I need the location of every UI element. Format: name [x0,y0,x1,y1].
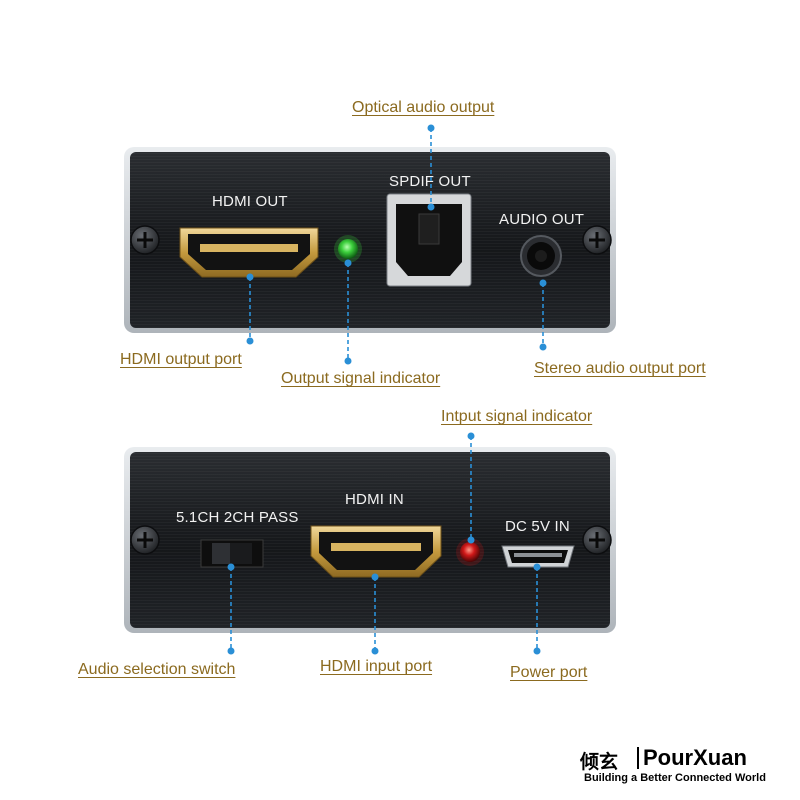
screw-icon [582,225,612,255]
callout-optical: Optical audio output [352,99,495,116]
slide-switch-icon[interactable] [200,539,264,568]
optical-port-icon[interactable] [386,193,472,287]
callout-power-port: Power port [510,664,588,681]
leader-dots [227,124,547,655]
led-icon [456,538,484,566]
leader-lines [230,128,544,651]
screw-icon [582,525,612,555]
callout-hdmi-input-port: HDMI input port [320,658,433,675]
switch-label: 5.1CH 2CH PASS [176,509,299,526]
brand-tagline: Building a Better Connected World [584,772,766,784]
usb-port-icon[interactable] [501,545,575,568]
brand-separator [637,747,639,769]
screw-icon [130,525,160,555]
callout-hdmi-output-port: HDMI output port [120,351,242,368]
spdif-out-label: SPDIF OUT [389,173,471,190]
hdmi-in-label: HDMI IN [345,491,404,508]
callout-output-signal: Output signal indicator [281,370,441,387]
hdmi-port-icon[interactable] [179,227,319,278]
hdmi-port-icon[interactable] [310,525,442,578]
screw-icon [130,225,160,255]
led-icon [334,235,362,263]
callout-input-signal: Intput signal indicator [441,408,593,425]
brand-name: PourXuan [643,745,747,770]
callout-stereo-port: Stereo audio output port [534,360,706,377]
callout-audio-switch: Audio selection switch [78,661,236,678]
audio-jack-icon[interactable] [520,235,562,277]
audio-out-label: AUDIO OUT [499,211,585,228]
dc-in-label: DC 5V IN [505,518,570,535]
brand-chinese-name: 倾玄 [580,751,619,773]
hdmi-out-label: HDMI OUT [212,193,288,210]
